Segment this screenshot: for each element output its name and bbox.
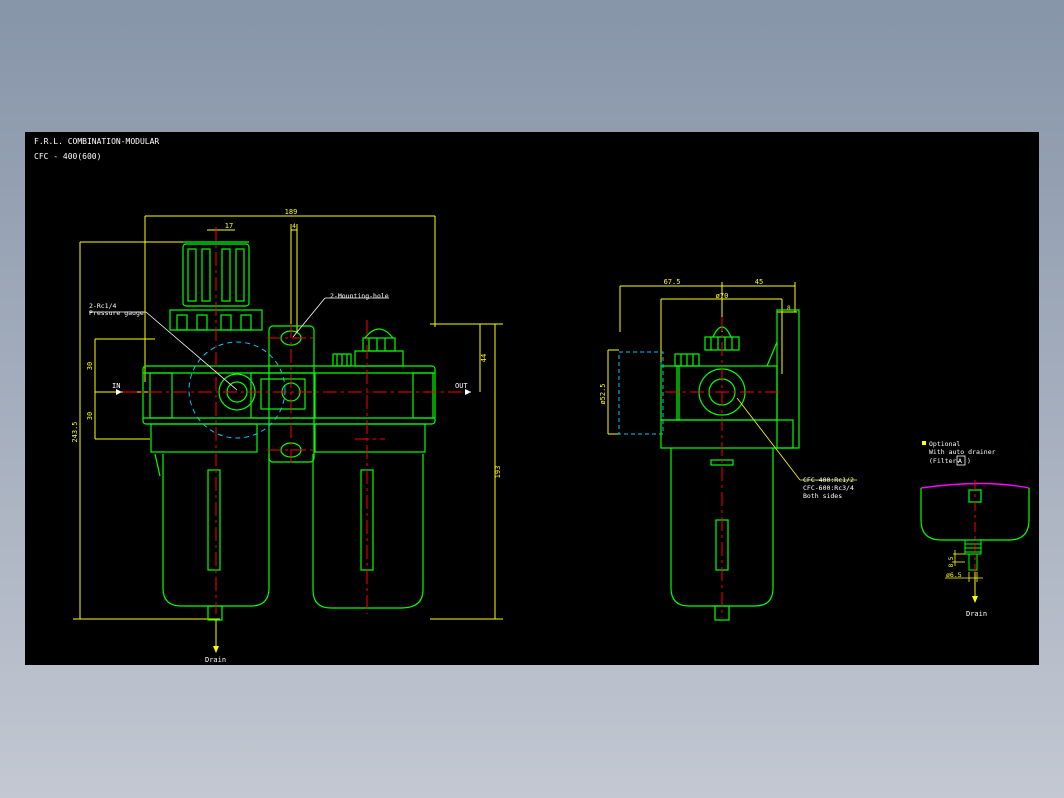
frl-body bbox=[142, 365, 436, 453]
dim-bracket: 8 bbox=[787, 305, 791, 312]
label-port-3: Both sides bbox=[803, 492, 842, 500]
dim-side-dia: ø70 bbox=[716, 292, 729, 300]
side-dimensions bbox=[607, 282, 797, 435]
label-optional-box: A bbox=[958, 457, 962, 465]
side-gauge-hidden bbox=[618, 351, 664, 435]
title-line1: F.R.L. COMBINATION-MODULAR bbox=[34, 137, 159, 146]
cad-canvas[interactable]: F.R.L. COMBINATION-MODULAR CFC - 400(600… bbox=[25, 132, 1039, 665]
dim-side-left: 67.5 bbox=[664, 278, 681, 286]
label-drain-left: Drain bbox=[205, 656, 226, 664]
dim-gauge-dia: ø52.5 bbox=[599, 383, 607, 404]
dim-drain-dia: ø6.5 bbox=[946, 571, 962, 579]
dim-right-height: 44 bbox=[480, 354, 488, 362]
dim-body-height: 193 bbox=[494, 466, 502, 479]
front-leaders bbox=[89, 297, 389, 391]
label-optional-3a: (Filter- bbox=[929, 457, 960, 465]
front-view: 189 17 4 243.5 30 30 44 193 IN OUT bbox=[71, 208, 503, 664]
lubricator-bowl-right bbox=[312, 454, 424, 609]
gauge-hidden-outline bbox=[188, 341, 286, 439]
label-gauge-1: 2-Rc1/4 bbox=[89, 302, 116, 310]
front-centerlines bbox=[123, 227, 465, 614]
dim-side-right: 45 bbox=[755, 278, 763, 286]
dim-overall-width: 189 bbox=[285, 208, 298, 216]
optional-drainer: Optional With auto drainer (Filter- A ) … bbox=[920, 440, 1030, 618]
front-dimensions bbox=[73, 215, 503, 620]
label-optional-2: With auto drainer bbox=[929, 448, 996, 456]
dim-height-upper: 30 bbox=[86, 362, 94, 370]
dim-knob-offset: 17 bbox=[225, 222, 233, 230]
label-port-1: CFC-400:Rc1/2 bbox=[803, 476, 854, 484]
side-centerlines bbox=[665, 317, 781, 618]
label-mounting-hole: 2-Mounting-hole bbox=[330, 292, 389, 300]
label-drain-right: Drain bbox=[966, 610, 987, 618]
dim-height-lower: 30 bbox=[86, 412, 94, 420]
title-line2: CFC - 400(600) bbox=[34, 152, 101, 161]
label-gauge-2: Pressure gauge bbox=[89, 309, 144, 317]
label-optional-3b: ) bbox=[967, 457, 971, 465]
side-view: 67.5 45 ø70 8 ø52.5 bbox=[599, 278, 857, 621]
label-port-2: CFC-600:Rc3/4 bbox=[803, 484, 854, 492]
label-in: IN bbox=[112, 382, 120, 390]
label-out: OUT bbox=[455, 382, 468, 390]
dim-mount-offset: 4 bbox=[292, 223, 296, 230]
technical-drawing: F.R.L. COMBINATION-MODULAR CFC - 400(600… bbox=[34, 137, 1030, 664]
side-body bbox=[660, 309, 800, 621]
label-optional-1: Optional bbox=[929, 440, 960, 448]
dim-drain-len: 8.5 bbox=[948, 556, 955, 567]
filter-bowl-left bbox=[154, 453, 270, 621]
dim-total-height: 243.5 bbox=[71, 421, 79, 442]
lubricator-cap bbox=[332, 328, 404, 367]
